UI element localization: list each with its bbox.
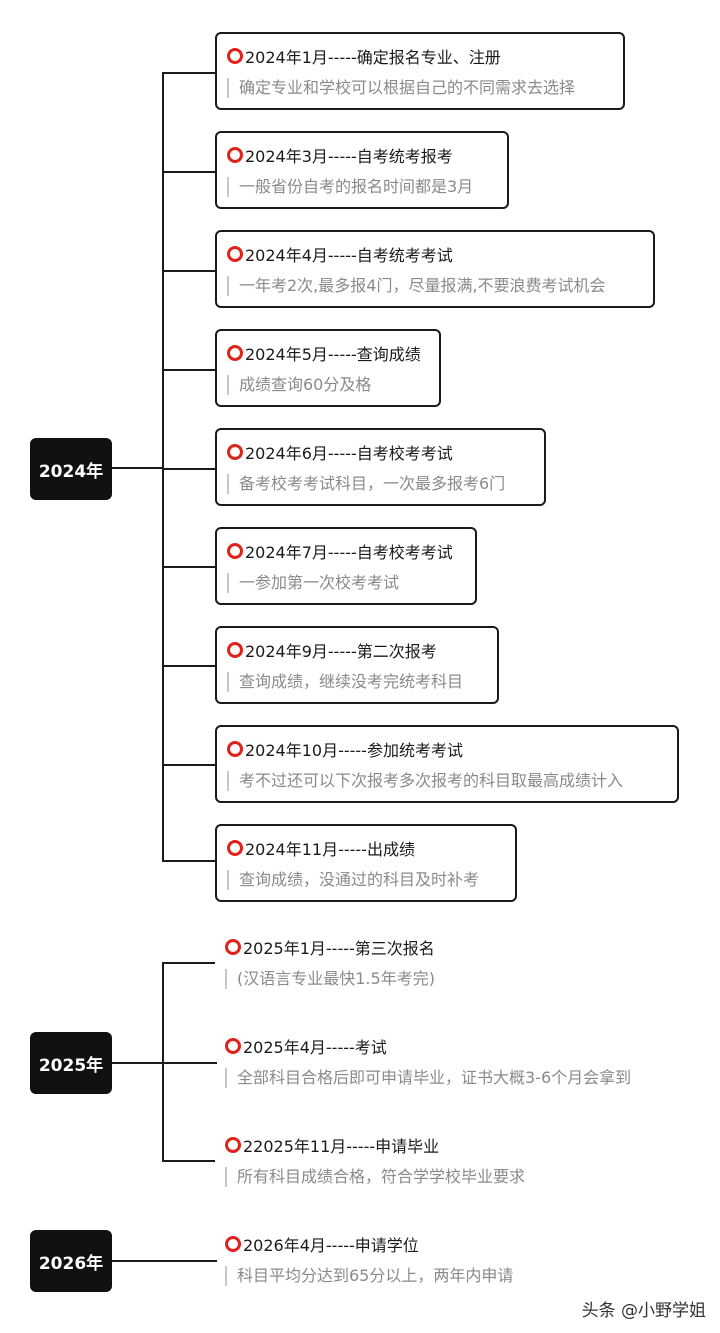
timeline-node: 2025年1月-----第三次报名 (汉语言专业最快1.5年考完) — [215, 925, 695, 1003]
year-2024-box: 2024年 — [30, 438, 112, 500]
card-title: 2024年1月-----确定报名专业、注册 — [227, 44, 501, 68]
timeline-card: 2024年9月-----第二次报考 查询成绩，继续没考完统考科目 — [215, 626, 499, 704]
red-circle-icon — [225, 1236, 241, 1252]
timeline-node: 2026年4月-----申请学位 科目平均分达到65分以上，两年内申请 — [215, 1222, 695, 1300]
node-description: (汉语言专业最快1.5年考完) — [225, 969, 435, 989]
timeline-card: 2024年3月-----自考统考报考 一般省份自考的报名时间都是3月 — [215, 131, 509, 209]
card-description: 查询成绩，继续没考完统考科目 — [227, 672, 463, 692]
year-2025-box: 2025年 — [30, 1032, 112, 1094]
card-description: 查询成绩，没通过的科目及时补考 — [227, 870, 479, 890]
branch — [162, 665, 215, 667]
card-description: 一年考2次,最多报4门，尽量报满,不要浪费考试机会 — [227, 276, 606, 296]
red-circle-icon — [225, 1137, 241, 1153]
card-title: 2024年11月-----出成绩 — [227, 836, 415, 860]
node-title: 22025年11月-----申请毕业 — [225, 1133, 439, 1157]
year-label: 2024年 — [38, 461, 104, 482]
card-title: 2024年5月-----查询成绩 — [227, 341, 421, 365]
card-description: 备考校考考试科目，一次最多报考6门 — [227, 474, 505, 494]
card-title: 2024年9月-----第二次报考 — [227, 638, 437, 662]
node-description: 全部科目合格后即可申请毕业，证书大概3-6个月会拿到 — [225, 1068, 631, 1088]
card-title: 2024年3月-----自考统考报考 — [227, 143, 453, 167]
connector — [112, 467, 164, 469]
red-circle-icon — [227, 543, 243, 559]
bracket-vertical — [162, 72, 164, 862]
card-title: 2024年6月-----自考校考考试 — [227, 440, 453, 464]
node-title: 2025年4月-----考试 — [225, 1034, 387, 1058]
connector — [112, 1260, 217, 1262]
timeline-card: 2024年6月-----自考校考考试 备考校考考试科目，一次最多报考6门 — [215, 428, 546, 506]
timeline-card: 2024年4月-----自考统考考试 一年考2次,最多报4门，尽量报满,不要浪费… — [215, 230, 655, 308]
red-circle-icon — [227, 48, 243, 64]
card-title: 2024年7月-----自考校考考试 — [227, 539, 453, 563]
watermark: 头条 @小野学姐 — [581, 1301, 706, 1321]
card-description: 一般省份自考的报名时间都是3月 — [227, 177, 473, 197]
branch — [162, 72, 215, 74]
red-circle-icon — [227, 444, 243, 460]
card-description: 确定专业和学校可以根据自己的不同需求去选择 — [227, 78, 575, 98]
timeline-card: 2024年10月-----参加统考考试 考不过还可以下次报考多次报考的科目取最高… — [215, 725, 679, 803]
branch — [162, 171, 215, 173]
timeline-card: 2024年7月-----自考校考考试 一参加第一次校考考试 — [215, 527, 477, 605]
card-description: 成绩查询60分及格 — [227, 375, 371, 395]
red-circle-icon — [227, 840, 243, 856]
red-circle-icon — [225, 939, 241, 955]
bracket-vertical — [162, 962, 164, 1162]
branch — [162, 860, 215, 862]
timeline-card: 2024年11月-----出成绩 查询成绩，没通过的科目及时补考 — [215, 824, 517, 902]
branch — [162, 369, 215, 371]
node-title: 2025年1月-----第三次报名 — [225, 935, 435, 959]
node-description: 所有科目成绩合格，符合学学校毕业要求 — [225, 1167, 525, 1187]
red-circle-icon — [227, 147, 243, 163]
year-label: 2025年 — [38, 1055, 104, 1076]
red-circle-icon — [227, 345, 243, 361]
red-circle-icon — [225, 1038, 241, 1054]
year-2026-box: 2026年 — [30, 1230, 112, 1292]
timeline-node: 22025年11月-----申请毕业 所有科目成绩合格，符合学学校毕业要求 — [215, 1123, 695, 1201]
connector — [112, 1062, 217, 1064]
card-title: 2024年4月-----自考统考考试 — [227, 242, 453, 266]
branch — [162, 566, 215, 568]
timeline-card: 2024年5月-----查询成绩 成绩查询60分及格 — [215, 329, 441, 407]
year-label: 2026年 — [38, 1253, 104, 1274]
red-circle-icon — [227, 741, 243, 757]
red-circle-icon — [227, 246, 243, 262]
branch — [162, 468, 215, 470]
branch — [162, 764, 215, 766]
branch — [162, 962, 215, 964]
node-description: 科目平均分达到65分以上，两年内申请 — [225, 1266, 513, 1286]
card-description: 考不过还可以下次报考多次报考的科目取最高成绩计入 — [227, 771, 623, 791]
node-title: 2026年4月-----申请学位 — [225, 1232, 419, 1256]
branch — [162, 1160, 215, 1162]
card-description: 一参加第一次校考考试 — [227, 573, 399, 593]
timeline-node: 2025年4月-----考试 全部科目合格后即可申请毕业，证书大概3-6个月会拿… — [215, 1024, 695, 1102]
red-circle-icon — [227, 642, 243, 658]
card-title: 2024年10月-----参加统考考试 — [227, 737, 463, 761]
timeline-card: 2024年1月-----确定报名专业、注册 确定专业和学校可以根据自己的不同需求… — [215, 32, 625, 110]
branch — [162, 270, 215, 272]
